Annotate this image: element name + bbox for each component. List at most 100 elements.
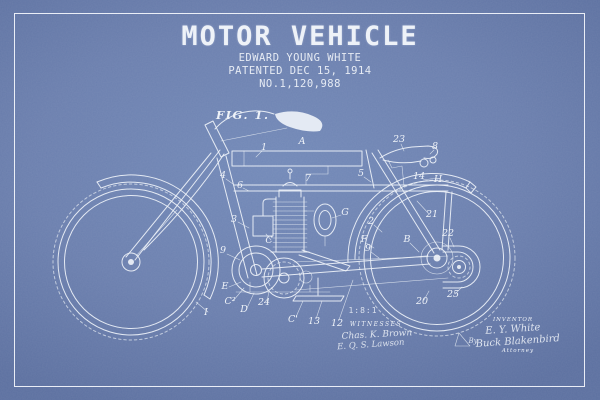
patent-number-line: NO.1,120,988 <box>259 78 341 90</box>
front-hub <box>121 252 141 272</box>
witness-block: 1:8:1 WITNESSES Chas. K. Brown E. Q. S. … <box>336 306 413 352</box>
chain-guard-outer <box>442 245 481 289</box>
part-label-20: 20 <box>415 296 428 307</box>
rear-sprocket-teeth <box>447 255 471 279</box>
saddle <box>379 145 439 187</box>
rear-rim-inner <box>370 191 504 325</box>
rear-fender-outer <box>347 172 471 263</box>
part-label-22: 22 <box>441 228 454 239</box>
steering-head <box>204 120 230 158</box>
tank-outline <box>231 150 363 167</box>
part-label-23: 23 <box>392 134 405 145</box>
part-label-b: B <box>403 234 411 245</box>
by-label: By <box>467 337 478 345</box>
rear-sprocket <box>452 260 466 274</box>
figure-label: FIG. 1. <box>215 108 269 122</box>
crankcase-mid <box>238 252 274 288</box>
exhaust-lines <box>298 249 351 272</box>
fork-blade-right <box>134 149 221 261</box>
exhaust-pipe <box>298 249 351 272</box>
part-label-4: 4 <box>219 170 226 181</box>
valve-chest-outer <box>313 203 337 237</box>
inventor-signature: E. Y. White <box>484 322 541 337</box>
fork-blade-left <box>125 152 212 258</box>
part-label-d: D <box>239 304 248 315</box>
part-label-c: C <box>265 235 273 246</box>
head-tube <box>204 120 230 158</box>
saddle-under <box>382 159 422 164</box>
tank-bracket <box>305 165 329 186</box>
part-label-g: G <box>341 207 349 218</box>
rear-rail <box>233 184 449 192</box>
part-label-c2: C² <box>224 296 235 307</box>
saddle-mount <box>387 159 405 187</box>
part-label-13: 13 <box>308 316 320 327</box>
seat-stay <box>371 149 441 254</box>
front-fender-tip <box>96 181 102 189</box>
witness-signature-2: E. Q. S. Lawson <box>336 338 405 353</box>
part-label-6: 6 <box>237 180 243 191</box>
rear-tire-outline <box>358 179 516 337</box>
front-fender-stay <box>135 209 178 257</box>
rear-hub <box>426 247 448 269</box>
engine-mount <box>235 281 331 293</box>
part-label-14: 14 <box>413 171 425 182</box>
part-label-21: 21 <box>425 209 438 220</box>
handlebar <box>214 110 323 142</box>
engine <box>231 168 337 299</box>
rear-post <box>441 191 453 251</box>
handlebar-grip <box>275 111 323 132</box>
valve-chest-inner <box>318 210 332 230</box>
valve-stem <box>303 210 326 247</box>
inventor-label: INVENTOR <box>492 317 533 323</box>
rear-fender-tip <box>465 181 477 194</box>
cylinder-head <box>278 172 302 198</box>
fuel-tank <box>231 150 363 167</box>
gear-hub <box>278 272 290 284</box>
stand-bracket <box>454 332 471 347</box>
rear-fender-inner <box>354 180 467 260</box>
witness-signature-1: Chas. K. Brown <box>341 328 412 342</box>
front-fender-end <box>203 294 211 300</box>
part-label-f: F <box>360 234 368 245</box>
front-rim-inner <box>64 195 198 329</box>
part-label-7: 7 <box>305 173 312 184</box>
front-rim-outer <box>57 188 205 336</box>
front-fender-inner <box>100 181 212 296</box>
part-label-h: H <box>433 174 443 185</box>
scale-stamp: 1:8:1 <box>348 306 377 315</box>
brake-rod <box>220 127 288 142</box>
attorney-label: Attorney <box>501 348 534 354</box>
chain-drive <box>293 245 481 291</box>
saddle-spring-left <box>419 158 429 168</box>
part-label-24: 24 <box>257 297 270 308</box>
carburetor <box>252 198 277 237</box>
saddle-top <box>379 145 439 159</box>
rear-axle-dot <box>433 254 441 262</box>
crankcase-hub <box>250 264 262 276</box>
part-label-c-prime: C' <box>288 314 298 325</box>
spark-plug-icon <box>287 168 293 174</box>
inventor-name-line: EDWARD YOUNG WHITE <box>238 52 362 64</box>
seat-post <box>365 149 375 189</box>
part-label-5: 5 <box>358 168 364 179</box>
part-label-12: 12 <box>331 318 343 329</box>
rear-rim-outer <box>363 184 511 332</box>
part-label-a: A <box>298 136 306 147</box>
part-label-1: 1 <box>261 142 267 153</box>
part-label-9-left: 9 <box>220 245 226 256</box>
front-tire-outline <box>52 183 210 341</box>
front-fender-outer <box>96 174 219 300</box>
front-axle-dot <box>128 259 134 265</box>
part-labels: 1 A 23 8 4 6 5 14 H 7 3 C G 2 F 9 9 21 2… <box>203 134 459 329</box>
part-label-2: 2 <box>367 216 374 227</box>
part-label-i: I <box>203 307 208 318</box>
saddle-spring-right <box>429 156 437 164</box>
rear-sprocket-dot <box>457 265 461 269</box>
rear-wheel <box>358 179 516 337</box>
footboard <box>292 277 345 302</box>
front-fender <box>96 174 219 300</box>
rear-fender <box>347 172 477 263</box>
